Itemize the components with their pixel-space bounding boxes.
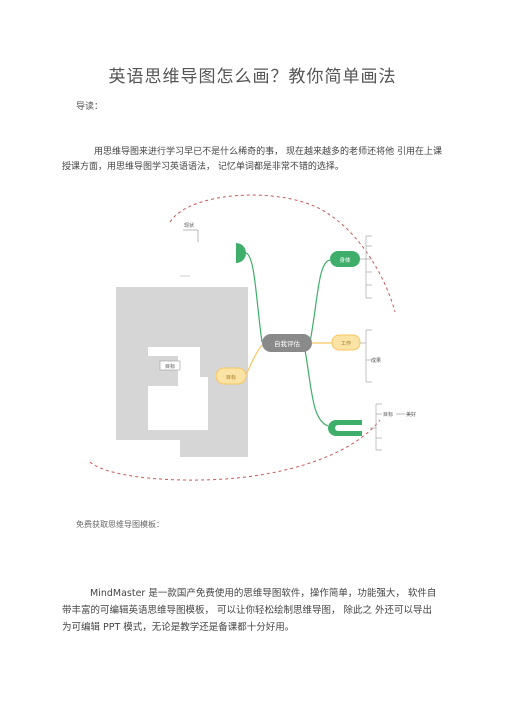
orange-topic-left-label: 目标 xyxy=(226,374,236,381)
orange-topic-right-node xyxy=(331,334,361,351)
dashed-arc-top xyxy=(169,194,396,313)
lead-label: 导读： xyxy=(76,102,104,112)
left-small-label: 目标 xyxy=(165,363,175,370)
bottom-small-label: 目标 xyxy=(383,411,393,418)
page-title: 英语思维导图怎么画？教你简单画法 xyxy=(108,67,397,87)
bottom-small-label-2: 美好 xyxy=(406,411,416,418)
central-topic-node xyxy=(262,334,312,352)
intro-paragraph: 用思维导图来进行学习早已不是什么稀奇的事， 现在越来越多的老师还将他 引用在上课… xyxy=(62,147,442,172)
central-topic-label: 自我评估 xyxy=(274,339,301,348)
orange-topic-right-label: 工作 xyxy=(341,340,351,347)
gray-block-group xyxy=(116,287,248,457)
mindmaster-paragraph: MindMaster 是一款国产免费使用的思维导图软件，操作简单，功能强大， 软… xyxy=(62,588,437,633)
free-template-label: 免费获取思维导图模板： xyxy=(76,520,164,529)
green-half-disc xyxy=(236,243,246,253)
green-topic-label: 身体 xyxy=(339,256,351,264)
green-topic-node xyxy=(330,251,360,267)
orange-topic-left-node xyxy=(215,367,247,385)
dashed-arc-bottom xyxy=(89,419,381,481)
top-small-label: 现状 xyxy=(184,222,194,229)
green-c-shape xyxy=(328,420,362,436)
right-small-label: 成果 xyxy=(371,357,381,364)
